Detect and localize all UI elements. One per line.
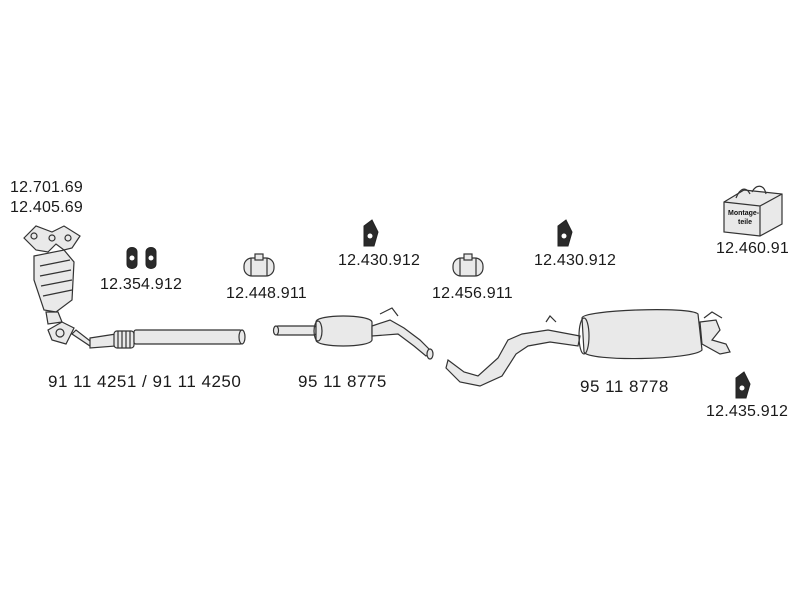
label-hanger-2: 12.430.912 xyxy=(534,252,617,269)
label-manifold-b: 12.405.69 xyxy=(10,199,83,216)
label-clamp-2: 12.456.911 xyxy=(432,285,513,302)
label-rear-hanger: 12.435.912 xyxy=(706,403,789,420)
kit-box-text: Montage- teile xyxy=(728,210,761,226)
rubber-mount-pair-icon xyxy=(126,247,157,269)
front-pipe-icon xyxy=(47,321,246,349)
pipe-clamp-icon xyxy=(452,253,484,277)
middle-silencer-icon xyxy=(272,307,434,360)
label-hanger-1: 12.430.912 xyxy=(338,252,421,269)
exhaust-hanger-icon xyxy=(557,219,573,247)
label-clamp-1: 12.448.911 xyxy=(226,285,307,302)
kit-box-text-line-1: Montage- xyxy=(728,210,760,217)
rear-silencer-icon xyxy=(445,309,731,387)
label-mount-pair: 12.354.912 xyxy=(100,276,183,293)
manifold-catalyst-icon xyxy=(23,225,81,325)
label-rear-silencer: 95 11 8778 xyxy=(580,377,669,396)
pipe-clamp-icon xyxy=(243,253,275,277)
label-manifold-a: 12.701.69 xyxy=(10,179,83,196)
label-middle-silencer: 95 11 8775 xyxy=(298,372,387,391)
label-kit: 12.460.91 xyxy=(716,240,789,257)
kit-box-text-line-2: teile xyxy=(738,219,752,226)
mounting-kit-box-icon: Montage- teile xyxy=(723,185,783,237)
label-front-pipe: 91 11 4251 / 91 11 4250 xyxy=(48,372,242,391)
exhaust-hanger-icon xyxy=(735,371,751,399)
exhaust-hanger-icon xyxy=(363,219,379,247)
